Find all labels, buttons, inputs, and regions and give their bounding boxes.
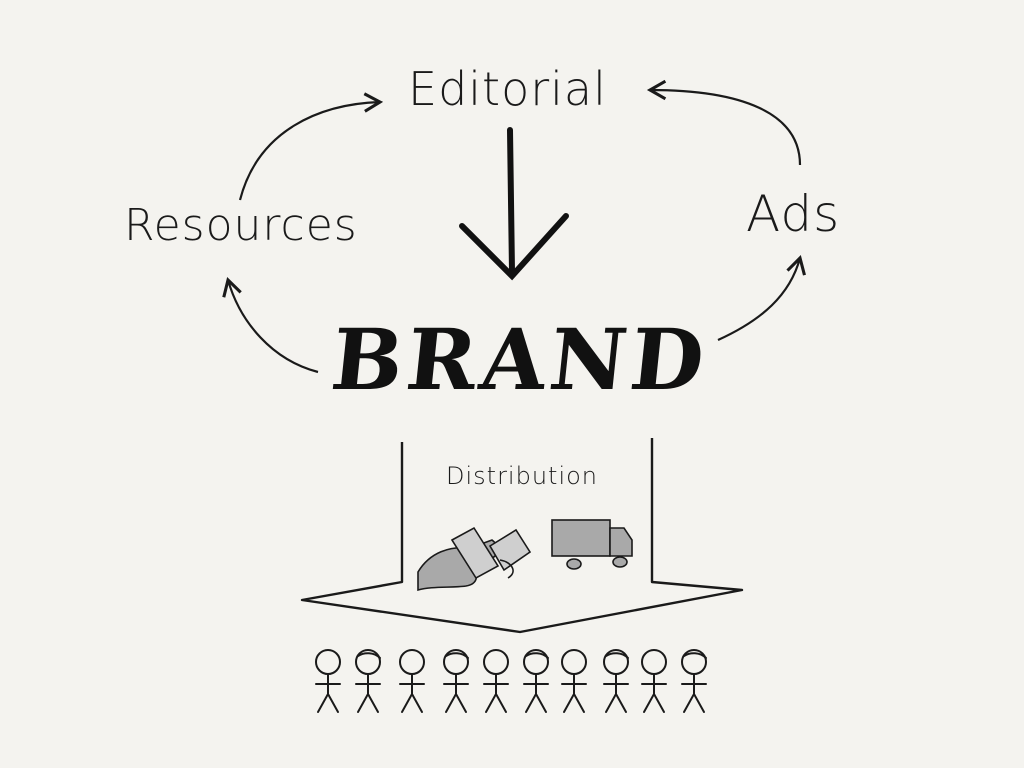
stick-figure-icon: [641, 649, 667, 713]
arrow-brand-to-resources: [222, 277, 319, 374]
stick-figure-icon: [443, 649, 469, 713]
label-editorial: Editorial: [408, 62, 607, 116]
stick-figure-icon: [315, 649, 341, 713]
stick-figure-icon: [561, 649, 587, 713]
audience-row: [315, 649, 707, 713]
arrow-brand-to-ads: [717, 255, 806, 342]
stick-figure-icon: [523, 649, 549, 713]
distribution-funnel: [300, 438, 744, 634]
arrow-resources-to-editorial: [238, 92, 384, 201]
down-arrow-icon: [459, 127, 569, 281]
delivery-truck-icon: [551, 519, 633, 570]
arrow-ads-to-editorial: [646, 79, 802, 166]
label-resources: Resources: [124, 200, 358, 251]
stick-figure-icon: [399, 649, 425, 713]
stick-figure-icon: [603, 649, 629, 713]
stick-figure-icon: [681, 649, 707, 713]
hand-with-money-icon: [417, 526, 532, 592]
stick-figure-icon: [355, 649, 381, 713]
stick-figure-icon: [483, 649, 509, 713]
label-ads: Ads: [746, 185, 841, 243]
label-distribution: Distribution: [446, 462, 599, 490]
label-brand: BRAND: [326, 310, 713, 409]
